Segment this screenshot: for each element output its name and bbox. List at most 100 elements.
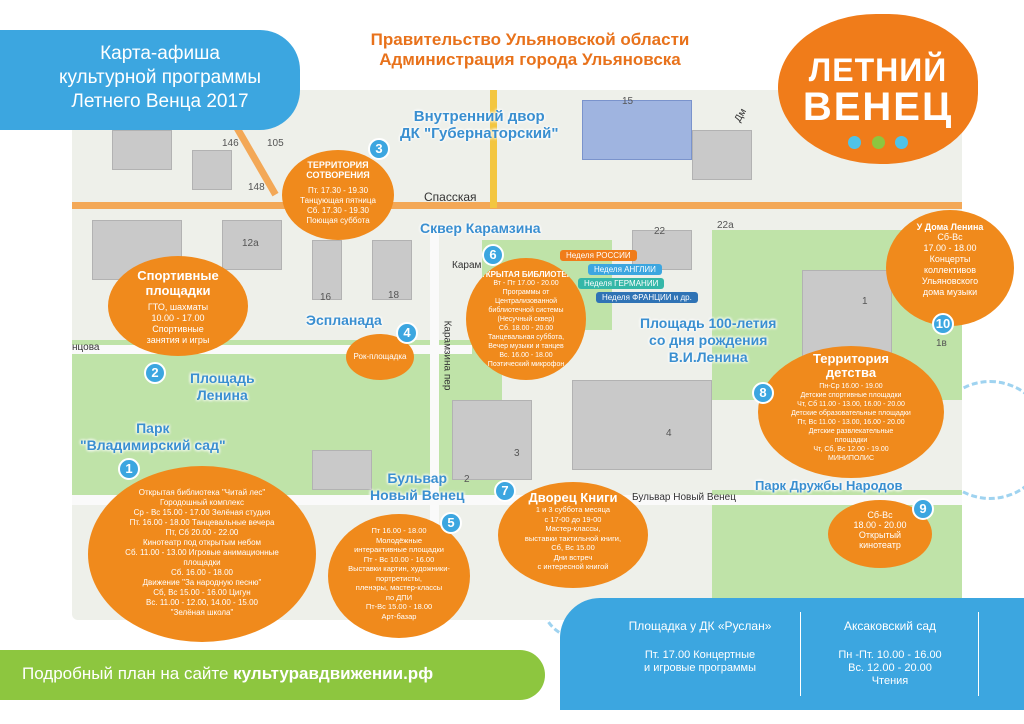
bubble-5-text: Пт 16.00 - 18.00 Молодёжные интерактивны…	[348, 526, 450, 621]
building	[582, 100, 692, 160]
venue-divider	[800, 612, 801, 696]
festival-logo: ЛЕТНИЙ ВЕНЕЦ	[778, 14, 978, 164]
logo-dot	[871, 136, 885, 149]
venue-ruslan-line: Пт. 17.00 Концертные	[644, 649, 756, 661]
gontsova-road	[72, 345, 472, 354]
venue-ruslan: Площадка у ДК «Руслан» Пт. 17.00 Концерт…	[610, 620, 790, 675]
place-label-inner-yard: Внутренний двор ДК "Губернаторский"	[400, 108, 559, 142]
venue-aksakov-line: Вс. 12.00 - 20.00	[848, 662, 932, 674]
map-title-line: Карта-афиша	[100, 43, 220, 64]
government-header: Правительство Ульяновской области Админи…	[330, 30, 730, 70]
street-label-spasskaya: Спасская	[424, 190, 477, 204]
logo-dot	[894, 136, 908, 149]
place-label-park-druzhby: Парк Дружбы Народов	[755, 478, 903, 493]
street-label-novy-venets: Бульвар Новый Венец	[632, 492, 736, 503]
government-line: Администрация города Ульяновска	[379, 50, 681, 69]
building	[372, 240, 412, 300]
venue-ruslan-title: Площадка у ДК «Руслан»	[628, 619, 772, 633]
event-bubble-7[interactable]: Дворец Книги 1 и 3 суббота месяца с 17-0…	[498, 482, 648, 588]
place-label-skver: Сквер Карамзина	[420, 220, 541, 236]
website-prefix: Подробный план на сайте	[22, 664, 234, 683]
bubble-4-text: Рок-площадка	[353, 352, 407, 361]
week-tag-russia[interactable]: Неделя РОССИИ	[560, 250, 637, 261]
marker-7[interactable]: 7	[494, 480, 516, 502]
yellow-road	[490, 90, 497, 208]
venue-aksakov-title: Аксаковский сад	[843, 619, 937, 633]
sport-title: Спортивные площадки	[137, 268, 219, 298]
bubble-10-title: У Дома Ленина	[916, 222, 984, 232]
week-tag-england[interactable]: Неделя АНГЛИИ	[588, 264, 662, 275]
venue-aksakov: Аксаковский сад Пн -Пт. 10.00 - 16.00 Вс…	[805, 620, 975, 688]
event-bubble-5[interactable]: Пт 16.00 - 18.00 Молодёжные интерактивны…	[328, 514, 470, 638]
week-tag-france[interactable]: Неделя ФРАНЦИИ и др.	[596, 292, 698, 303]
event-bubble-3[interactable]: ТЕРРИТОРИЯ СОТВОРЕНИЯ Пт. 17.30 - 19.30 …	[282, 150, 394, 240]
logo-line-1: ЛЕТНИЙ	[808, 52, 948, 88]
marker-3[interactable]: 3	[368, 138, 390, 160]
event-bubble-6[interactable]: ОТКРЫТАЯ БИБЛИОТЕКА Вт - Пт 17.00 - 20.0…	[466, 258, 586, 380]
website-bar: Подробный план на сайте культуравдвижени…	[0, 650, 545, 700]
bubble-3-text: Пт. 17.30 - 19.30 Танцующая пятница Сб. …	[300, 186, 376, 225]
building-number: 1в	[936, 338, 947, 349]
week-tag-germany[interactable]: Неделя ГЕРМАНИИ	[578, 278, 665, 289]
place-label-park-vlad: Парк "Владимирский сад"	[80, 420, 226, 453]
marker-1[interactable]: 1	[118, 458, 140, 480]
street-label-karamzina-lane: Карамзина пер	[441, 320, 453, 391]
building-number: 18	[388, 290, 400, 301]
extra-venues-panel: Площадка у ДК «Руслан» Пт. 17.00 Концерт…	[560, 598, 1024, 710]
bubble-10-text: Сб-Вс 17.00 - 18.00 Концерты коллективов…	[921, 232, 979, 297]
building	[312, 450, 372, 490]
building	[222, 220, 282, 270]
marker-8[interactable]: 8	[752, 382, 774, 404]
karamzina-lane-road	[430, 230, 439, 540]
building	[192, 150, 232, 190]
marker-10[interactable]: 10	[932, 313, 954, 335]
building-number: 22а	[717, 220, 734, 231]
event-bubble-1[interactable]: Открытая библиотека "Читай лес" Городошн…	[88, 466, 316, 642]
place-label-bulvar: Бульвар Новый Венец	[370, 470, 465, 503]
marker-5[interactable]: 5	[440, 512, 462, 534]
place-label-square-100: Площадь 100-летия со дня рождения В.И.Ле…	[640, 315, 777, 365]
spasskaya-street	[72, 202, 962, 209]
building-number: 16	[320, 292, 332, 303]
logo-dots	[778, 136, 978, 154]
bubble-8-text: Пн-Ср 16.00 - 19.00 Детские спортивные п…	[791, 383, 911, 462]
bubble-8-title: Территория детства	[812, 351, 890, 380]
website-link[interactable]: культуравдвижении.рф	[233, 664, 434, 683]
place-label-esplanada: Эспланада	[306, 312, 382, 328]
building	[802, 270, 892, 360]
building	[692, 130, 752, 180]
venue-aksakov-line: Пн -Пт. 10.00 - 16.00	[838, 649, 942, 661]
building-number: 12а	[242, 238, 259, 249]
street-label-karamzina: Карам	[452, 260, 482, 271]
venue-aksakov-line: Чтения	[871, 675, 909, 687]
building	[632, 230, 692, 270]
venue-ruslan-line: и игровые программы	[644, 662, 756, 674]
building-number: 1	[862, 296, 868, 307]
marker-2[interactable]: 2	[144, 362, 166, 384]
venue-divider	[978, 612, 979, 696]
map-title-line: культурной программы	[58, 67, 262, 88]
building-number: 148	[248, 182, 265, 193]
marker-9[interactable]: 9	[912, 498, 934, 520]
building-number: 3	[514, 448, 520, 459]
building-number: 146	[222, 138, 239, 149]
bubble-9-text: Сб-Вс 18.00 - 20.00 Открытый кинотеатр	[853, 510, 907, 550]
street-label-gontsova: нцова	[72, 342, 100, 353]
marker-6[interactable]: 6	[482, 244, 504, 266]
building	[112, 130, 172, 170]
event-bubble-sport[interactable]: Спортивные площадки ГТО, шахматы 10.00 -…	[108, 256, 248, 356]
bubble-1-text: Открытая библиотека "Читай лес" Городошн…	[125, 488, 279, 617]
building-number: 22	[654, 226, 666, 237]
building-number: 15	[622, 96, 634, 107]
government-line: Правительство Ульяновской области	[370, 30, 690, 49]
map-title-box: Карта-афиша культурной программы Летнего…	[0, 30, 300, 130]
building	[572, 380, 712, 470]
bubble-3-title: ТЕРРИТОРИЯ СОТВОРЕНИЯ	[306, 160, 370, 180]
building	[312, 240, 342, 300]
event-bubble-8[interactable]: Территория детства Пн-Ср 16.00 - 19.00 Д…	[758, 346, 944, 478]
event-bubble-10[interactable]: У Дома Ленина Сб-Вс 17.00 - 18.00 Концер…	[886, 210, 1014, 326]
building-number: 4	[666, 428, 672, 439]
building	[452, 400, 532, 480]
building-number: 2	[464, 474, 470, 485]
marker-4[interactable]: 4	[396, 322, 418, 344]
